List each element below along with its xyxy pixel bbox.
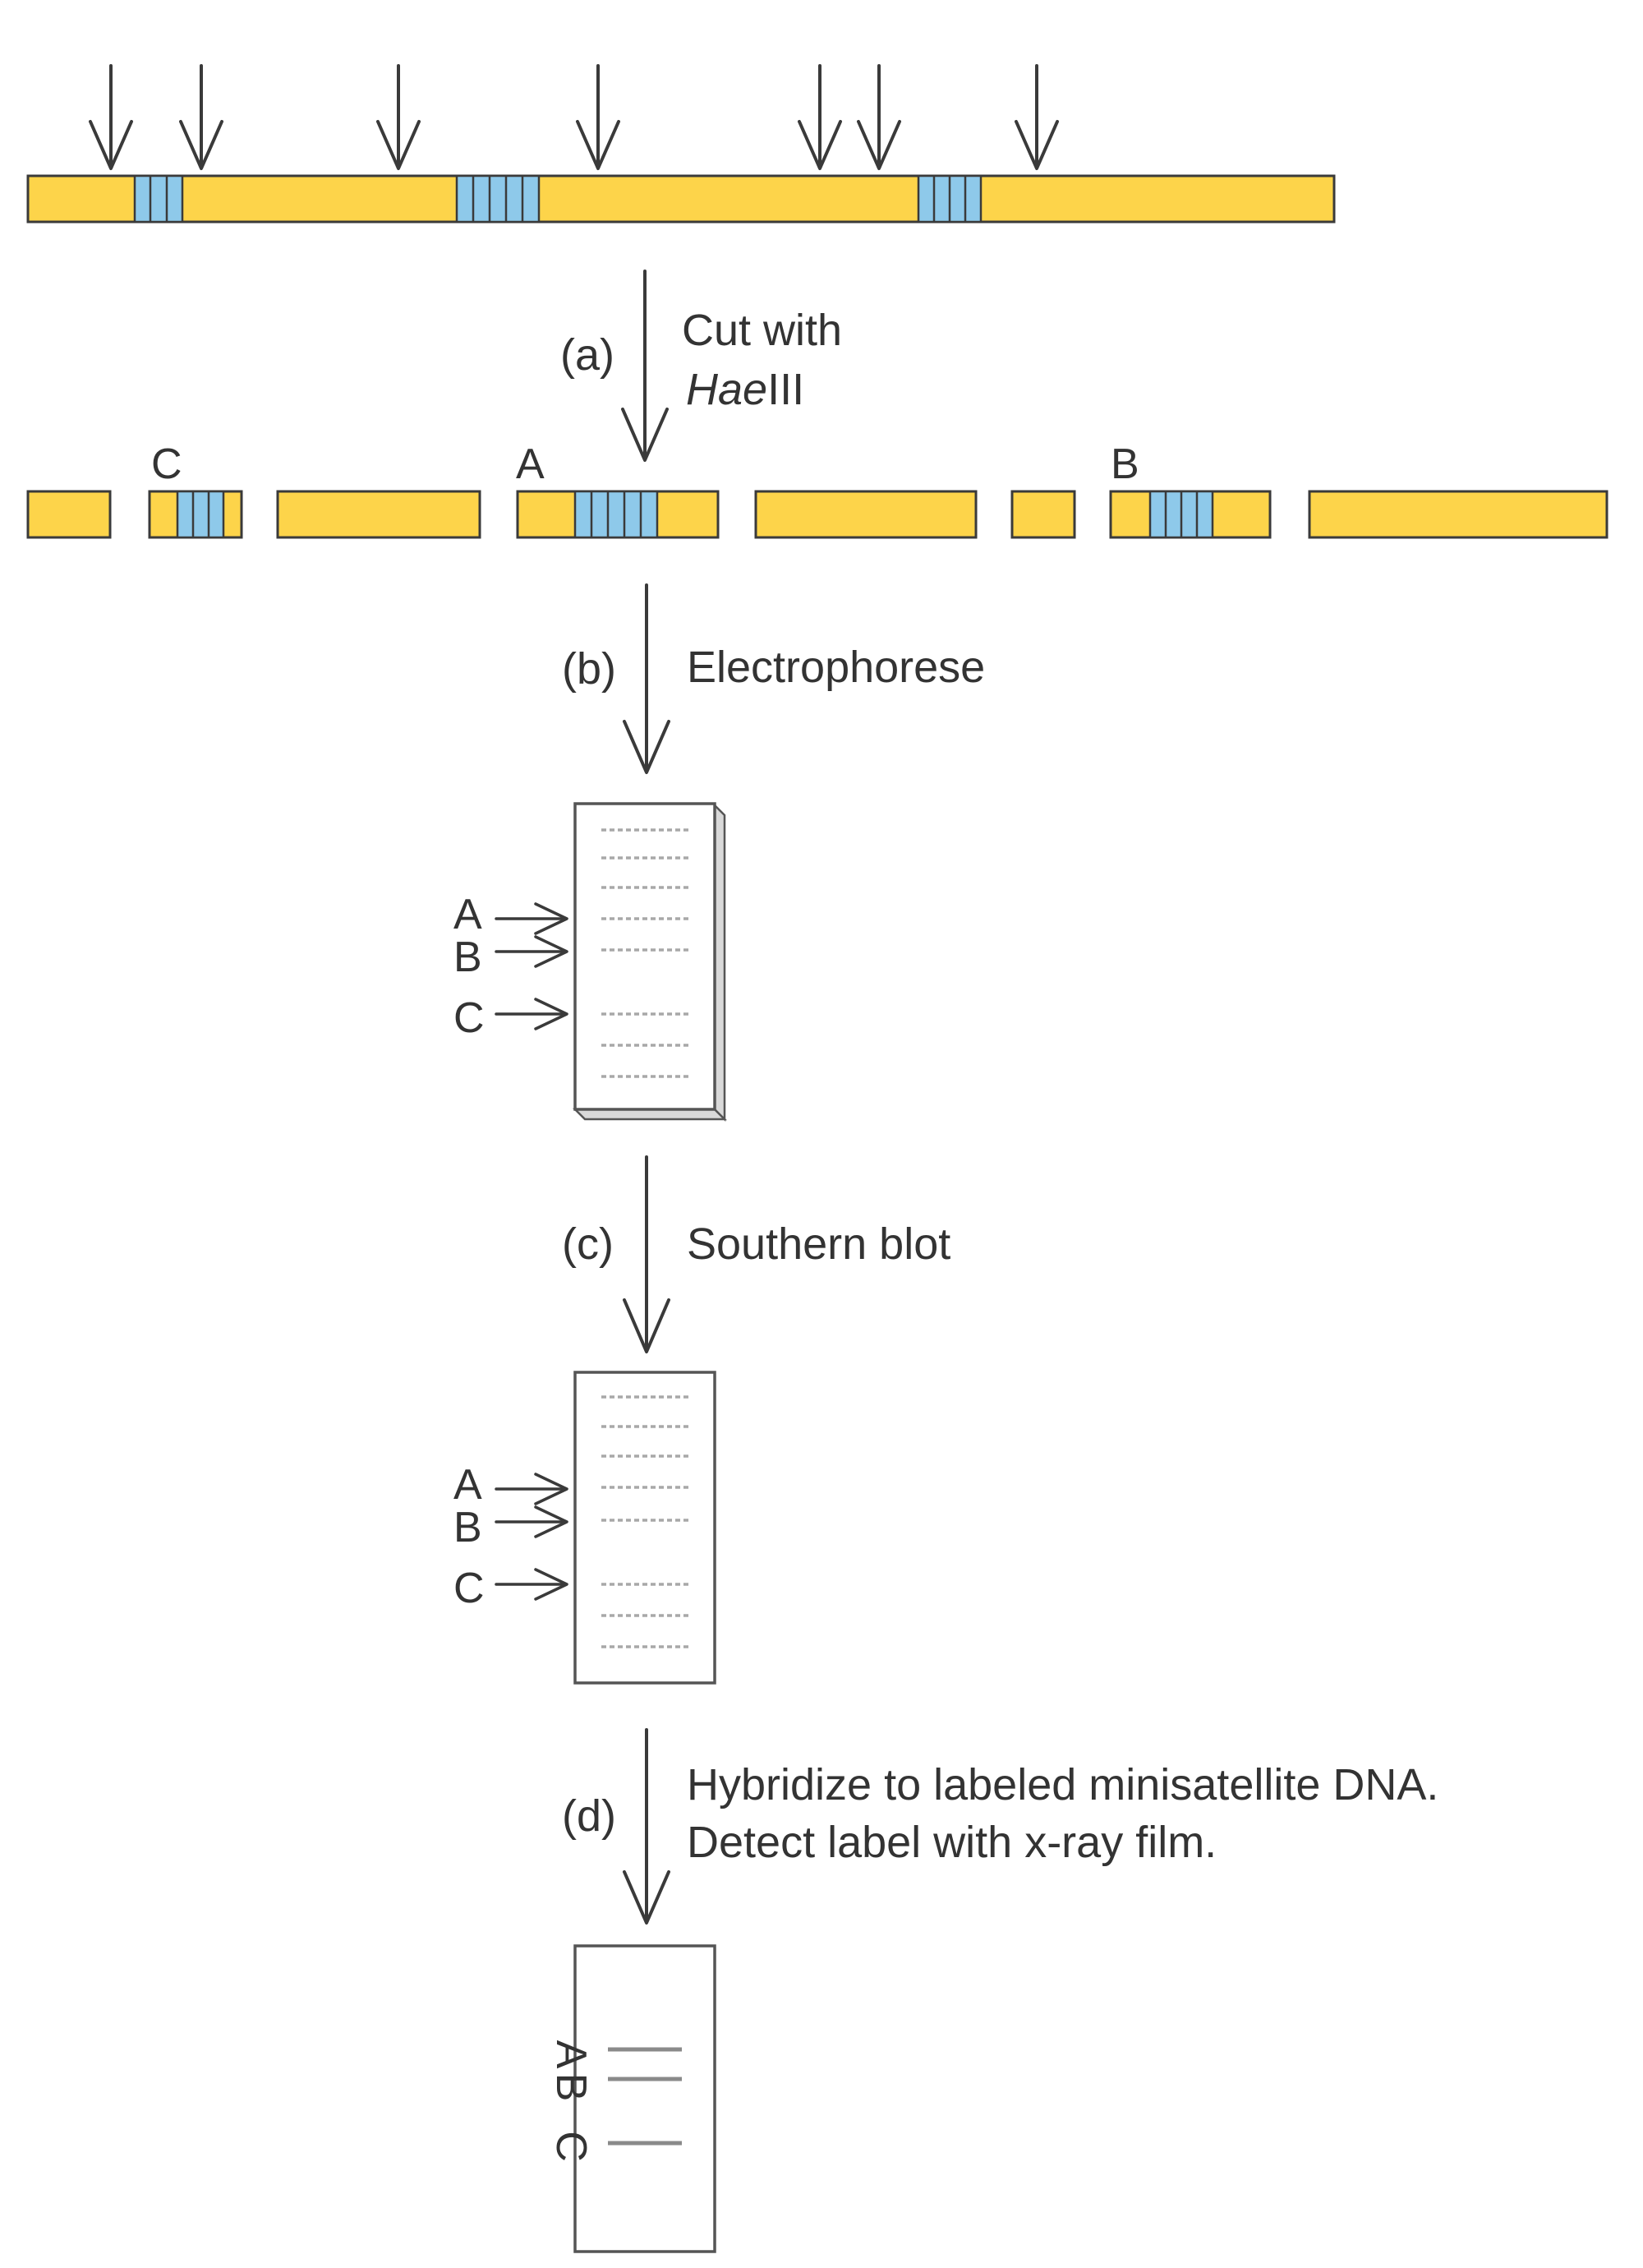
gel-1-label-c: C (453, 994, 485, 1042)
fragment (276, 490, 481, 539)
fragment-a-label: A (516, 440, 545, 488)
step-b-tag: (b) (562, 644, 616, 694)
cut-site-arrow (857, 64, 901, 170)
minisatellite-block-3 (917, 174, 983, 224)
cut-site-arrow (798, 64, 842, 170)
fragment (754, 490, 978, 539)
gel-2-markers: A B C (453, 1461, 568, 1612)
fragment-c-label: C (151, 440, 182, 488)
intact-dna-strand (26, 174, 1336, 224)
step-b-text: Electrophorese (687, 643, 985, 692)
fragment-b-label: B (1111, 440, 1139, 488)
gel-2-label-c: C (453, 1565, 485, 1612)
fragment (1308, 490, 1608, 539)
step-a-arrow (621, 270, 669, 462)
gel-1-label-a: A (453, 891, 482, 938)
gel-1-markers: A B C (453, 891, 568, 1042)
step-d-arrow (623, 1728, 670, 1925)
fragment-b (1109, 490, 1272, 539)
step-c-arrow (623, 1155, 670, 1353)
step-d-line2: Detect label with x-ray film. (687, 1818, 1217, 1867)
step-a-enzyme: HaeIII (686, 365, 804, 414)
cut-site-arrows (89, 64, 1059, 170)
fragment (26, 490, 112, 539)
film-label-a: A (547, 2040, 595, 2069)
step-b-arrow (623, 583, 670, 774)
step-a-tag: (a) (560, 330, 614, 380)
gel-2-label-b: B (453, 1504, 482, 1551)
step-d-line1: Hybridize to labeled minisatellite DNA. (687, 1760, 1438, 1809)
enzyme-rest: III (767, 365, 804, 414)
fragment (1010, 490, 1076, 539)
cut-site-arrow (89, 64, 133, 170)
film-label-c: C (547, 2131, 595, 2162)
minisatellite-block-2 (455, 174, 541, 224)
cut-site-arrow (376, 64, 421, 170)
gel-electrophoresis (572, 802, 728, 1122)
enzyme-italic: Hae (686, 365, 767, 414)
step-c-tag: (c) (562, 1219, 614, 1269)
film-markers: A B C (547, 2040, 595, 2162)
cut-site-arrow (1015, 64, 1059, 170)
step-c-text: Southern blot (687, 1219, 950, 1269)
step-a-line1: Cut with (682, 306, 842, 355)
dna-fragments: C A B (26, 440, 1608, 539)
southern-blot-membrane (573, 1371, 716, 1685)
cut-site-arrow (179, 64, 223, 170)
fragment-a (516, 490, 720, 539)
cut-site-arrow (576, 64, 620, 170)
film-label-b: B (547, 2073, 595, 2102)
step-d-tag: (d) (562, 1791, 616, 1841)
xray-film (573, 1944, 716, 2253)
fragment-c (148, 490, 243, 539)
gel-1-label-b: B (453, 933, 482, 981)
gel-2-label-a: A (453, 1461, 482, 1509)
minisatellite-block-1 (133, 174, 184, 224)
